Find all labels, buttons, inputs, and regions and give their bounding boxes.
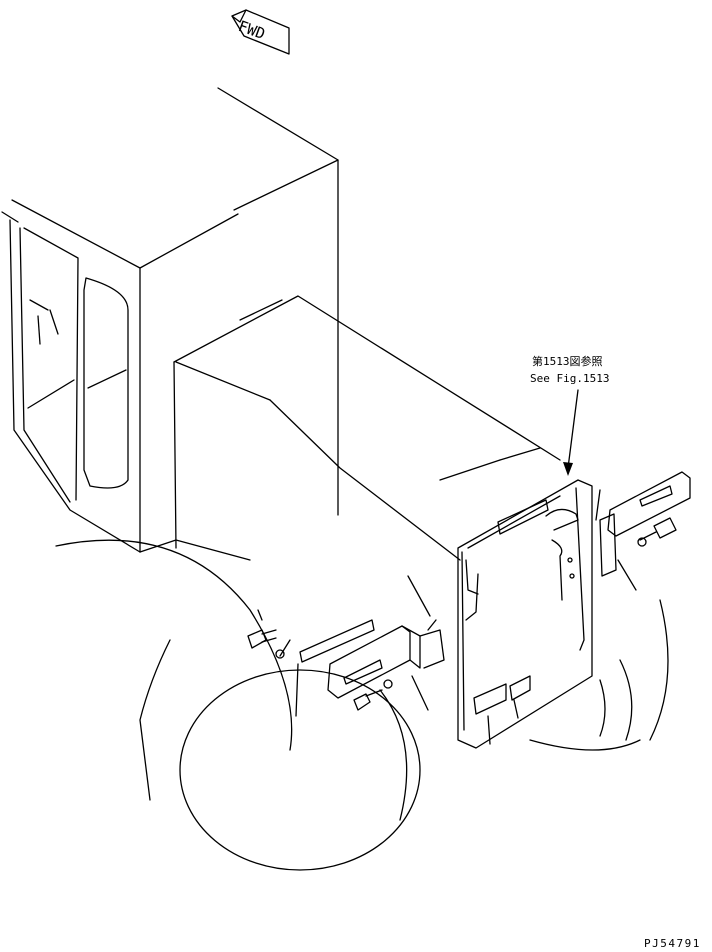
- bolt-icon: [637, 517, 677, 547]
- left-bracket: [299, 619, 445, 699]
- bolt-icon: [353, 679, 393, 711]
- leader-lines: [257, 489, 637, 745]
- fwd-arrow-icon: [231, 9, 290, 55]
- washer: [427, 619, 437, 631]
- drawing-number: PJ54791: [644, 937, 701, 950]
- right-bracket: [599, 471, 691, 577]
- wheels: [55, 539, 669, 871]
- arrow-head-icon: [563, 462, 573, 476]
- reference-jp: 第1513図参照: [532, 354, 603, 368]
- rear-panel: [457, 479, 593, 749]
- fwd-label: FWD: [236, 17, 268, 43]
- reference-arrow: [567, 389, 579, 469]
- bolt-icon: [247, 629, 285, 659]
- engine-hood: [139, 295, 561, 561]
- cab-body: [1, 87, 339, 553]
- reference-en: See Fig.1513: [530, 372, 609, 385]
